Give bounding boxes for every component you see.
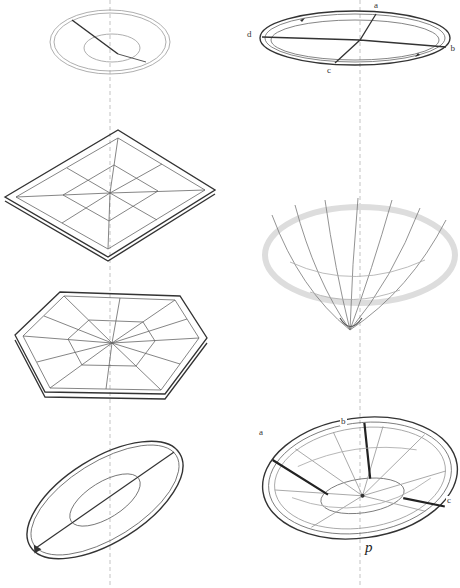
bowl-dish-figure-part [287,440,434,517]
hexagon-tray-figure-part [37,298,187,389]
bowl-dish-figure-part [269,413,444,529]
bowl-dish-figure-part [255,405,460,551]
bowl-figure-part [50,10,170,74]
square-tray-figure-part [16,138,205,249]
umbrella-figure-part [272,198,446,330]
oval-dish-figure-part [262,14,446,63]
bowl-figure-part [118,54,146,62]
ring-figure [8,418,202,583]
bowl-dish-figure-part [268,417,452,540]
umbrella-figure-part [340,318,362,327]
bowl-figure [50,10,170,74]
part-letter: b [340,417,347,426]
bowl-dish-figure [255,405,460,551]
oval-dish-figure [260,11,450,65]
part-letter: c [446,496,452,505]
ring-figure-part [32,452,179,548]
ring-figure-part [14,423,197,576]
part-letter: a [373,1,379,10]
ring-figure-part [8,418,202,583]
square-tray-figure-part [62,164,162,223]
hexagon-tray-figure-part [23,296,199,390]
bowl-dish-figure-part [261,411,459,546]
bowl-dish-figure-part [360,494,365,499]
bowl-figure-part [72,20,118,54]
umbrella-figure-part [290,260,425,300]
square-tray-figure-part [16,138,205,249]
part-letter: b [450,44,457,53]
oval-dish-figure-part [300,18,420,57]
figure-letter: p [364,540,374,555]
umbrella-figure-part [265,207,455,303]
bowl-dish-figure-part [319,473,407,518]
ring-figure-part [30,542,41,553]
axis-lines [110,0,360,588]
bowl-figure-part [54,13,166,71]
square-tray-figure-part [5,130,215,257]
hexagon-tray-figure [15,292,207,399]
part-letter: a [258,428,264,437]
oval-dish-figure-part [260,11,450,65]
part-letter: d [246,30,253,39]
hexagon-tray-figure-part [23,296,199,390]
part-letter: c [326,66,332,75]
square-tray-figure [5,130,215,261]
umbrella-figure [265,198,455,330]
axis-lines-part [360,0,361,588]
hexagon-tray-figure-part [15,292,207,394]
